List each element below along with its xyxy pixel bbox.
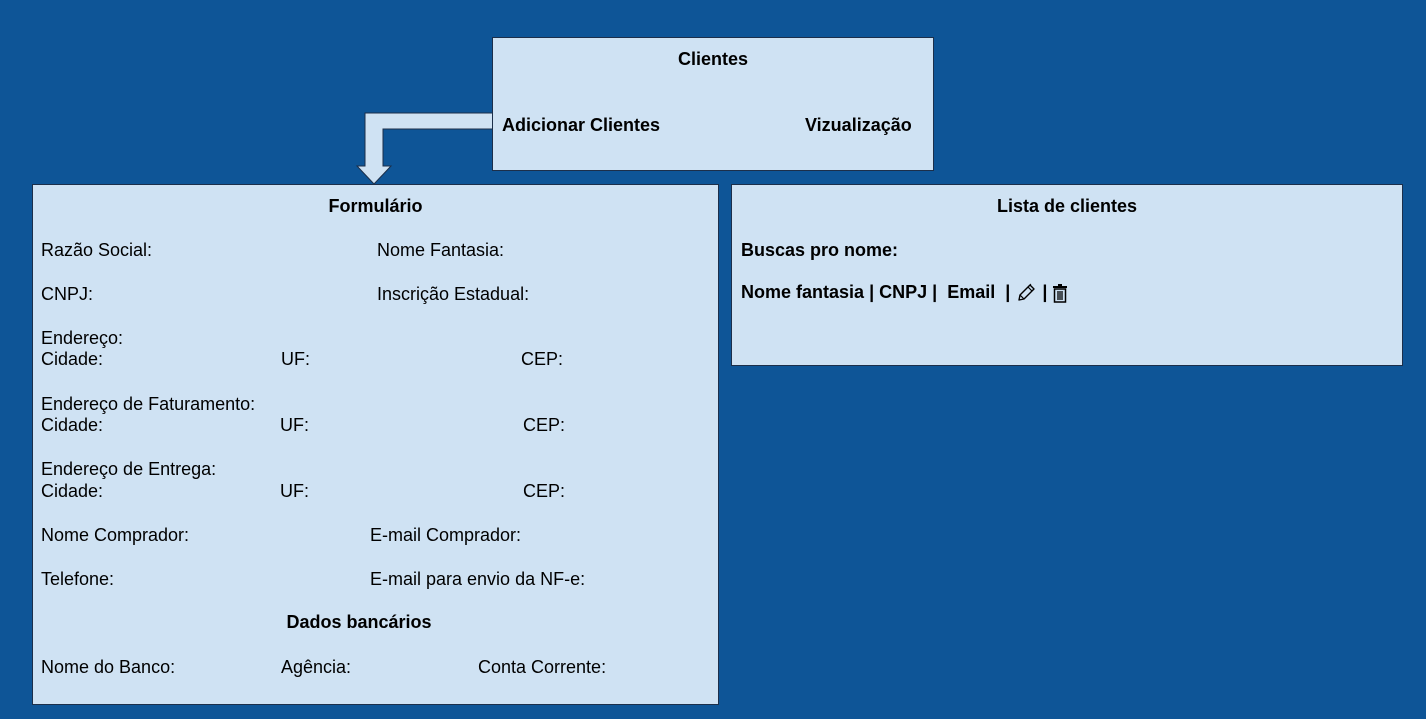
busca-nome-label: Buscas pro nome: bbox=[741, 240, 899, 260]
endereco-entrega-label: Endereço de Entrega: bbox=[41, 459, 217, 479]
clientes-title: Clientes bbox=[677, 49, 749, 69]
endereco-cidade-label: Cidade: bbox=[41, 349, 104, 369]
faturamento-cidade-label: Cidade: bbox=[41, 415, 104, 435]
formulario-panel: Formulário Razão Social: Nome Fantasia: … bbox=[32, 184, 719, 705]
col-cnpj: CNPJ bbox=[879, 282, 928, 302]
lista-clientes-panel: Lista de clientes Buscas pro nome: Nome … bbox=[731, 184, 1403, 366]
telefone-label: Telefone: bbox=[41, 569, 115, 589]
separator: | bbox=[869, 282, 875, 302]
faturamento-uf-label: UF: bbox=[280, 415, 309, 435]
col-email: Email bbox=[947, 282, 996, 302]
separator: | bbox=[1005, 282, 1011, 302]
adicionar-clientes-button[interactable]: Adicionar Clientes bbox=[502, 115, 661, 135]
email-comprador-label: E-mail Comprador: bbox=[370, 525, 522, 545]
arrow-shape bbox=[355, 112, 494, 185]
agencia-label: Agência: bbox=[281, 657, 352, 677]
endereco-label: Endereço: bbox=[41, 328, 124, 348]
entrega-cidade-label: Cidade: bbox=[41, 481, 104, 501]
faturamento-cep-label: CEP: bbox=[523, 415, 566, 435]
conta-corrente-label: Conta Corrente: bbox=[478, 657, 607, 677]
vizualizacao-button[interactable]: Vizualização bbox=[805, 115, 912, 135]
email-nfe-label: E-mail para envio da NF-e: bbox=[370, 569, 586, 589]
endereco-faturamento-label: Endereço de Faturamento: bbox=[41, 394, 256, 414]
entrega-cep-label: CEP: bbox=[523, 481, 566, 501]
nome-comprador-label: Nome Comprador: bbox=[41, 525, 190, 545]
col-nome-fantasia: Nome fantasia bbox=[741, 282, 865, 302]
pencil-icon[interactable] bbox=[1015, 282, 1037, 304]
trash-icon[interactable] bbox=[1052, 283, 1068, 303]
razao-social-label: Razão Social: bbox=[41, 240, 153, 260]
formulario-title: Formulário bbox=[328, 196, 423, 216]
endereco-uf-label: UF: bbox=[281, 349, 310, 369]
separator: | bbox=[1042, 282, 1048, 302]
dados-bancarios-title: Dados bancários bbox=[286, 612, 432, 632]
inscricao-estadual-label: Inscrição Estadual: bbox=[377, 284, 530, 304]
separator: | bbox=[932, 282, 938, 302]
cnpj-label: CNPJ: bbox=[41, 284, 94, 304]
nome-banco-label: Nome do Banco: bbox=[41, 657, 176, 677]
clientes-menu-panel: Clientes Adicionar Clientes Vizualização bbox=[492, 37, 934, 171]
entrega-uf-label: UF: bbox=[280, 481, 309, 501]
lista-clientes-title: Lista de clientes bbox=[996, 196, 1138, 216]
endereco-cep-label: CEP: bbox=[521, 349, 564, 369]
list-header-row: Nome fantasia | CNPJ | Email | | bbox=[741, 282, 1068, 304]
nome-fantasia-label: Nome Fantasia: bbox=[377, 240, 505, 260]
